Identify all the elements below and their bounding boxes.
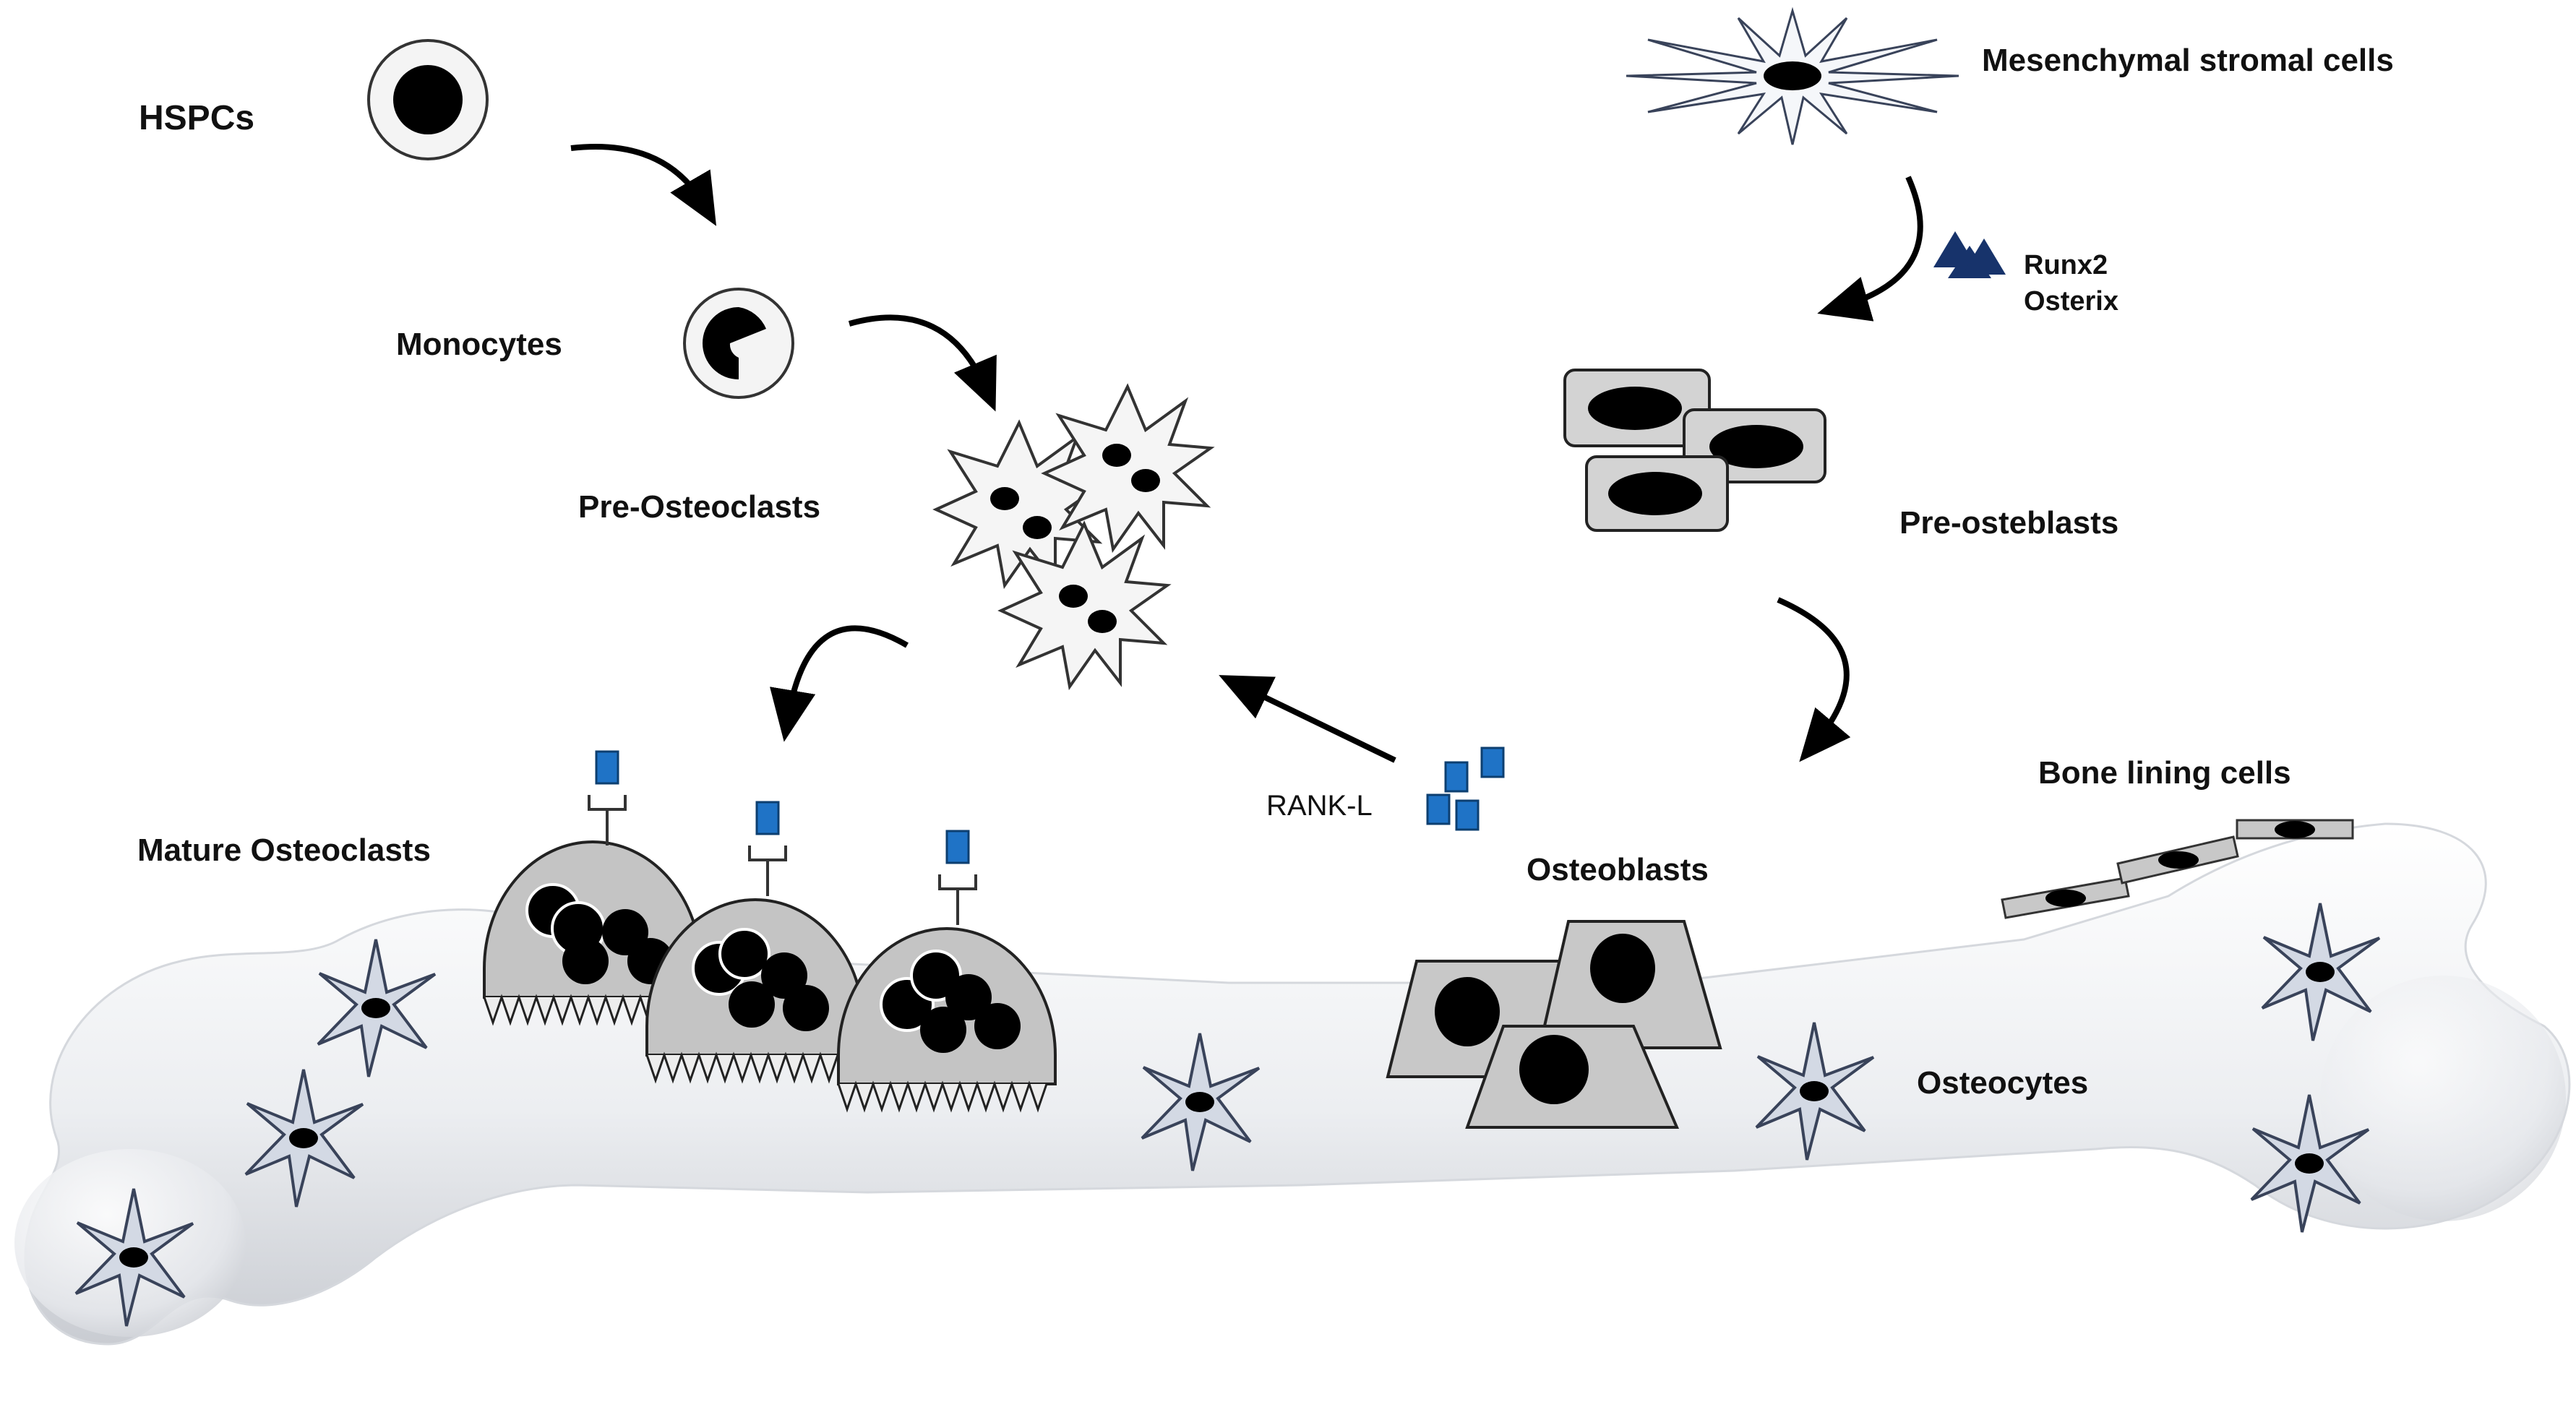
label-hspcs: HSPCs <box>139 99 255 137</box>
mature-osteoclasts-group <box>483 750 1057 1113</box>
arrow-preosteoclast-to-mature <box>770 625 909 742</box>
osteocyte-cell <box>317 939 437 1077</box>
label-monocytes: Monocytes <box>396 327 562 362</box>
rank-receptor <box>938 830 977 925</box>
pre-osteoclast-cell <box>997 520 1172 691</box>
osteocyte-cell <box>244 1069 364 1208</box>
pre-osteoclast-cluster <box>932 383 1215 691</box>
label-runx2: Runx2 <box>2024 250 2108 280</box>
label-pre-osteoblasts: Pre-osteblasts <box>1899 505 2119 541</box>
rank-receptor <box>748 801 787 896</box>
osteocyte-cell <box>74 1188 194 1327</box>
bone-lining-cell <box>2236 819 2354 840</box>
arrow-msc-to-preosteoblast <box>1817 176 1923 322</box>
osteoblast-cell <box>1537 920 1722 1049</box>
bone-lining-cell <box>2001 877 2130 919</box>
monocyte-cell <box>683 288 794 399</box>
mature-osteoclast-cell <box>645 898 865 1084</box>
label-osteocytes: Osteocytes <box>1917 1065 2089 1101</box>
osteocyte-cell <box>2250 1094 2370 1233</box>
mature-osteoclast-cell <box>837 927 1057 1113</box>
rankl-molecules <box>1426 746 1505 831</box>
arrow-preosteoblast-to-osteoblast <box>1777 597 1851 762</box>
osteocytes-group <box>74 903 2381 1327</box>
label-rankl: RANK-L <box>1266 790 1373 822</box>
pre-osteoblasts-group <box>1563 369 1826 532</box>
pre-osteoblast-cell <box>1563 369 1711 447</box>
osteocyte-cell <box>1141 1033 1261 1171</box>
arrow-monocyte-to-preosteoclast <box>848 314 997 412</box>
osteoblast-cell <box>1465 1025 1680 1129</box>
osteocyte-cell <box>1755 1022 1875 1161</box>
pre-osteoblast-cell <box>1585 455 1729 532</box>
mesenchymal-stromal-cell <box>1626 7 1959 145</box>
label-mesenchymal-stromal-cells: Mesenchymal stromal cells <box>1982 43 2394 78</box>
label-pre-osteoclasts: Pre-Osteoclasts <box>578 489 821 525</box>
arrow-hspc-to-monocyte <box>570 143 717 226</box>
bone <box>14 822 2571 1346</box>
arrows <box>570 143 1923 763</box>
rank-receptor <box>588 750 627 846</box>
bone-lining-cell <box>2116 835 2239 885</box>
label-osteoblasts: Osteoblasts <box>1527 852 1709 887</box>
runx2-osterix-factors <box>1933 231 2006 278</box>
osteocyte-cell <box>2261 903 2381 1041</box>
osteoblasts-group <box>1386 920 1722 1129</box>
arrow-rankl-to-preosteoclast <box>1219 675 1396 763</box>
hspc-cell <box>367 39 489 160</box>
label-mature-osteoclasts: Mature Osteoclasts <box>137 832 431 868</box>
label-bone-lining-cells: Bone lining cells <box>2038 755 2291 791</box>
bone-lining-cells <box>2001 819 2354 919</box>
pre-osteoclast-cell <box>1041 383 1215 554</box>
label-osterix: Osterix <box>2024 286 2118 317</box>
